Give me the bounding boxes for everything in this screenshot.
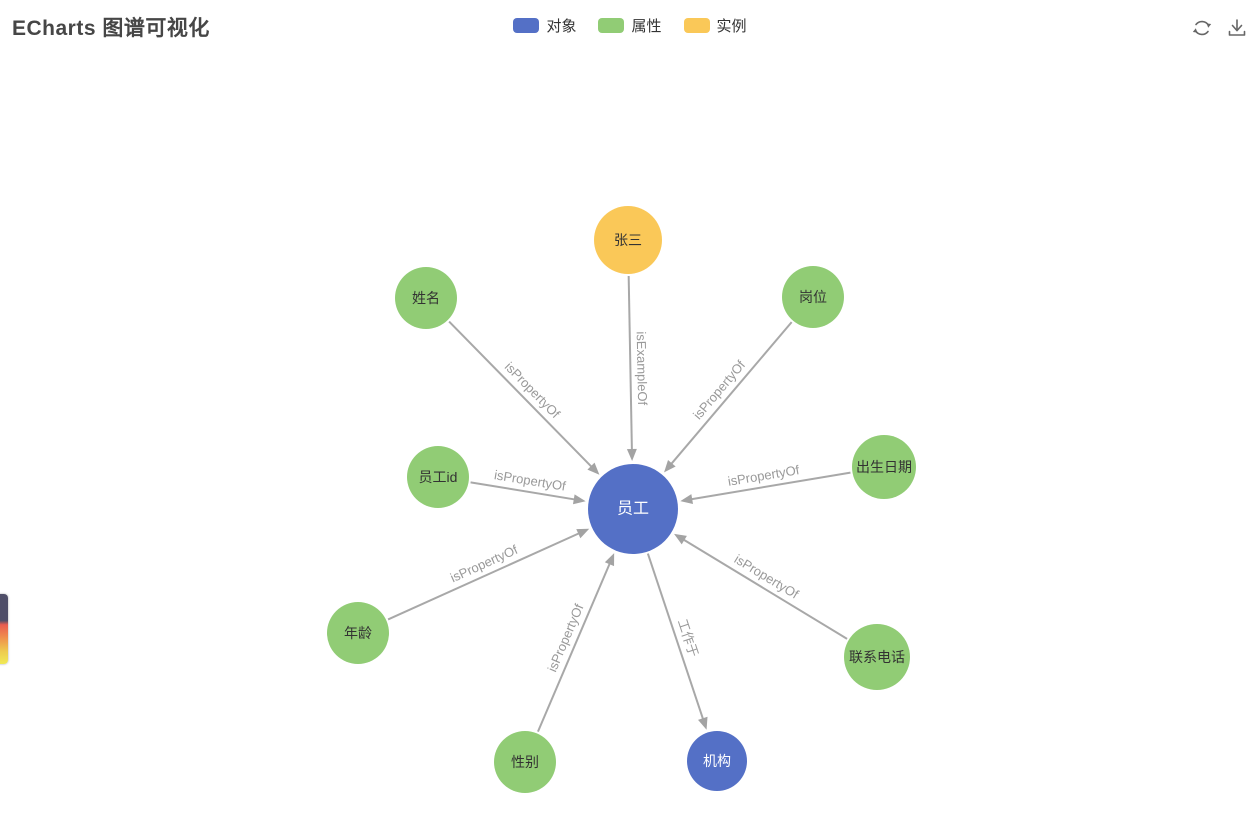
save-image-icon[interactable] [1226,17,1248,39]
edge-label: isPropertyOf [493,467,567,494]
node-label: 姓名 [412,290,440,306]
edge-联系电话-员工: isPropertyOf [674,533,848,640]
edge-line [537,560,612,733]
edge-arrowhead [680,494,694,505]
edge-line [470,481,578,501]
graph-node-联系电话[interactable]: 联系电话 [844,624,910,690]
edge-员工-机构: 工作于 [646,553,708,730]
edge-label: 工作于 [675,617,702,659]
node-circle [687,731,747,791]
edge-性别-员工: isPropertyOf [537,553,615,733]
legend-swatch-instance [683,18,710,33]
edge-label: isPropertyOf [502,359,564,421]
edge-label: isPropertyOf [727,462,801,489]
node-label: 联系电话 [849,649,905,665]
node-circle [588,464,678,554]
edge-arrowhead [604,553,615,567]
edge-出生日期-员工: isPropertyOf [680,462,851,505]
edge-label: isPropertyOf [732,551,802,601]
node-label: 年龄 [344,625,372,641]
visualmap-strip[interactable] [0,594,8,664]
page-title: ECharts 图谱可视化 [12,17,210,40]
edge-arrowhead [674,533,687,545]
graph-node-年龄[interactable]: 年龄 [327,602,389,664]
node-circle [407,446,469,508]
edge-line [688,471,851,501]
edge-line [668,321,793,467]
edge-line [448,320,595,470]
node-circle [395,267,457,329]
edge-arrowhead [626,448,637,462]
node-circle [782,266,844,328]
node-label: 机构 [703,753,731,769]
edge-员工id-员工: isPropertyOf [470,467,586,505]
graph-node-张三[interactable]: 张三 [594,206,662,274]
edge-arrowhead [664,460,676,473]
restore-icon[interactable] [1191,17,1213,39]
graph-node-性别[interactable]: 性别 [494,731,556,793]
graph-node-机构[interactable]: 机构 [687,731,747,791]
edge-line [646,553,705,723]
node-circle [327,602,389,664]
graph-node-出生日期[interactable]: 出生日期 [852,435,916,499]
edge-line [627,275,633,454]
edge-line [387,531,583,621]
edge-张三-员工: isExampleOf [626,275,650,462]
toolbox [1191,17,1248,39]
edge-姓名-员工: isPropertyOf [448,320,600,475]
graph-node-岗位[interactable]: 岗位 [782,266,844,328]
node-circle [494,731,556,793]
node-label: 员工 [617,500,649,518]
node-circle [844,624,910,690]
edge-岗位-员工: isPropertyOf [664,321,793,473]
edge-arrowhead [572,494,586,505]
edge-label: isPropertyOf [544,601,586,674]
graph-node-员工id[interactable]: 员工id [407,446,469,508]
node-label: 出生日期 [856,459,912,475]
node-label: 性别 [511,754,539,770]
legend-label-object: 对象 [546,18,577,35]
graph-node-员工[interactable]: 员工 [588,464,678,554]
edge-line [680,537,848,640]
legend-label-instance: 实例 [716,18,747,35]
legend: 对象 属性 实例 [0,15,1260,36]
legend-item-instance[interactable]: 实例 [683,15,747,36]
edge-label: isExampleOf [634,331,650,405]
edge-label: isPropertyOf [448,542,520,586]
edge-arrowhead [698,716,708,730]
legend-item-property[interactable]: 属性 [598,15,662,36]
node-label: 员工id [419,469,458,485]
legend-swatch-property [598,18,625,33]
legend-item-object[interactable]: 对象 [513,15,576,36]
node-label: 岗位 [799,289,827,305]
node-circle [594,206,662,274]
legend-swatch-object [513,18,540,33]
graph-node-姓名[interactable]: 姓名 [395,267,457,329]
edge-年龄-员工: isPropertyOf [387,528,590,621]
legend-label-property: 属性 [631,18,662,35]
node-label: 张三 [614,232,642,248]
edge-label: isPropertyOf [690,357,748,422]
edge-arrowhead [587,462,600,475]
edge-arrowhead [576,528,590,539]
node-circle [852,435,916,499]
